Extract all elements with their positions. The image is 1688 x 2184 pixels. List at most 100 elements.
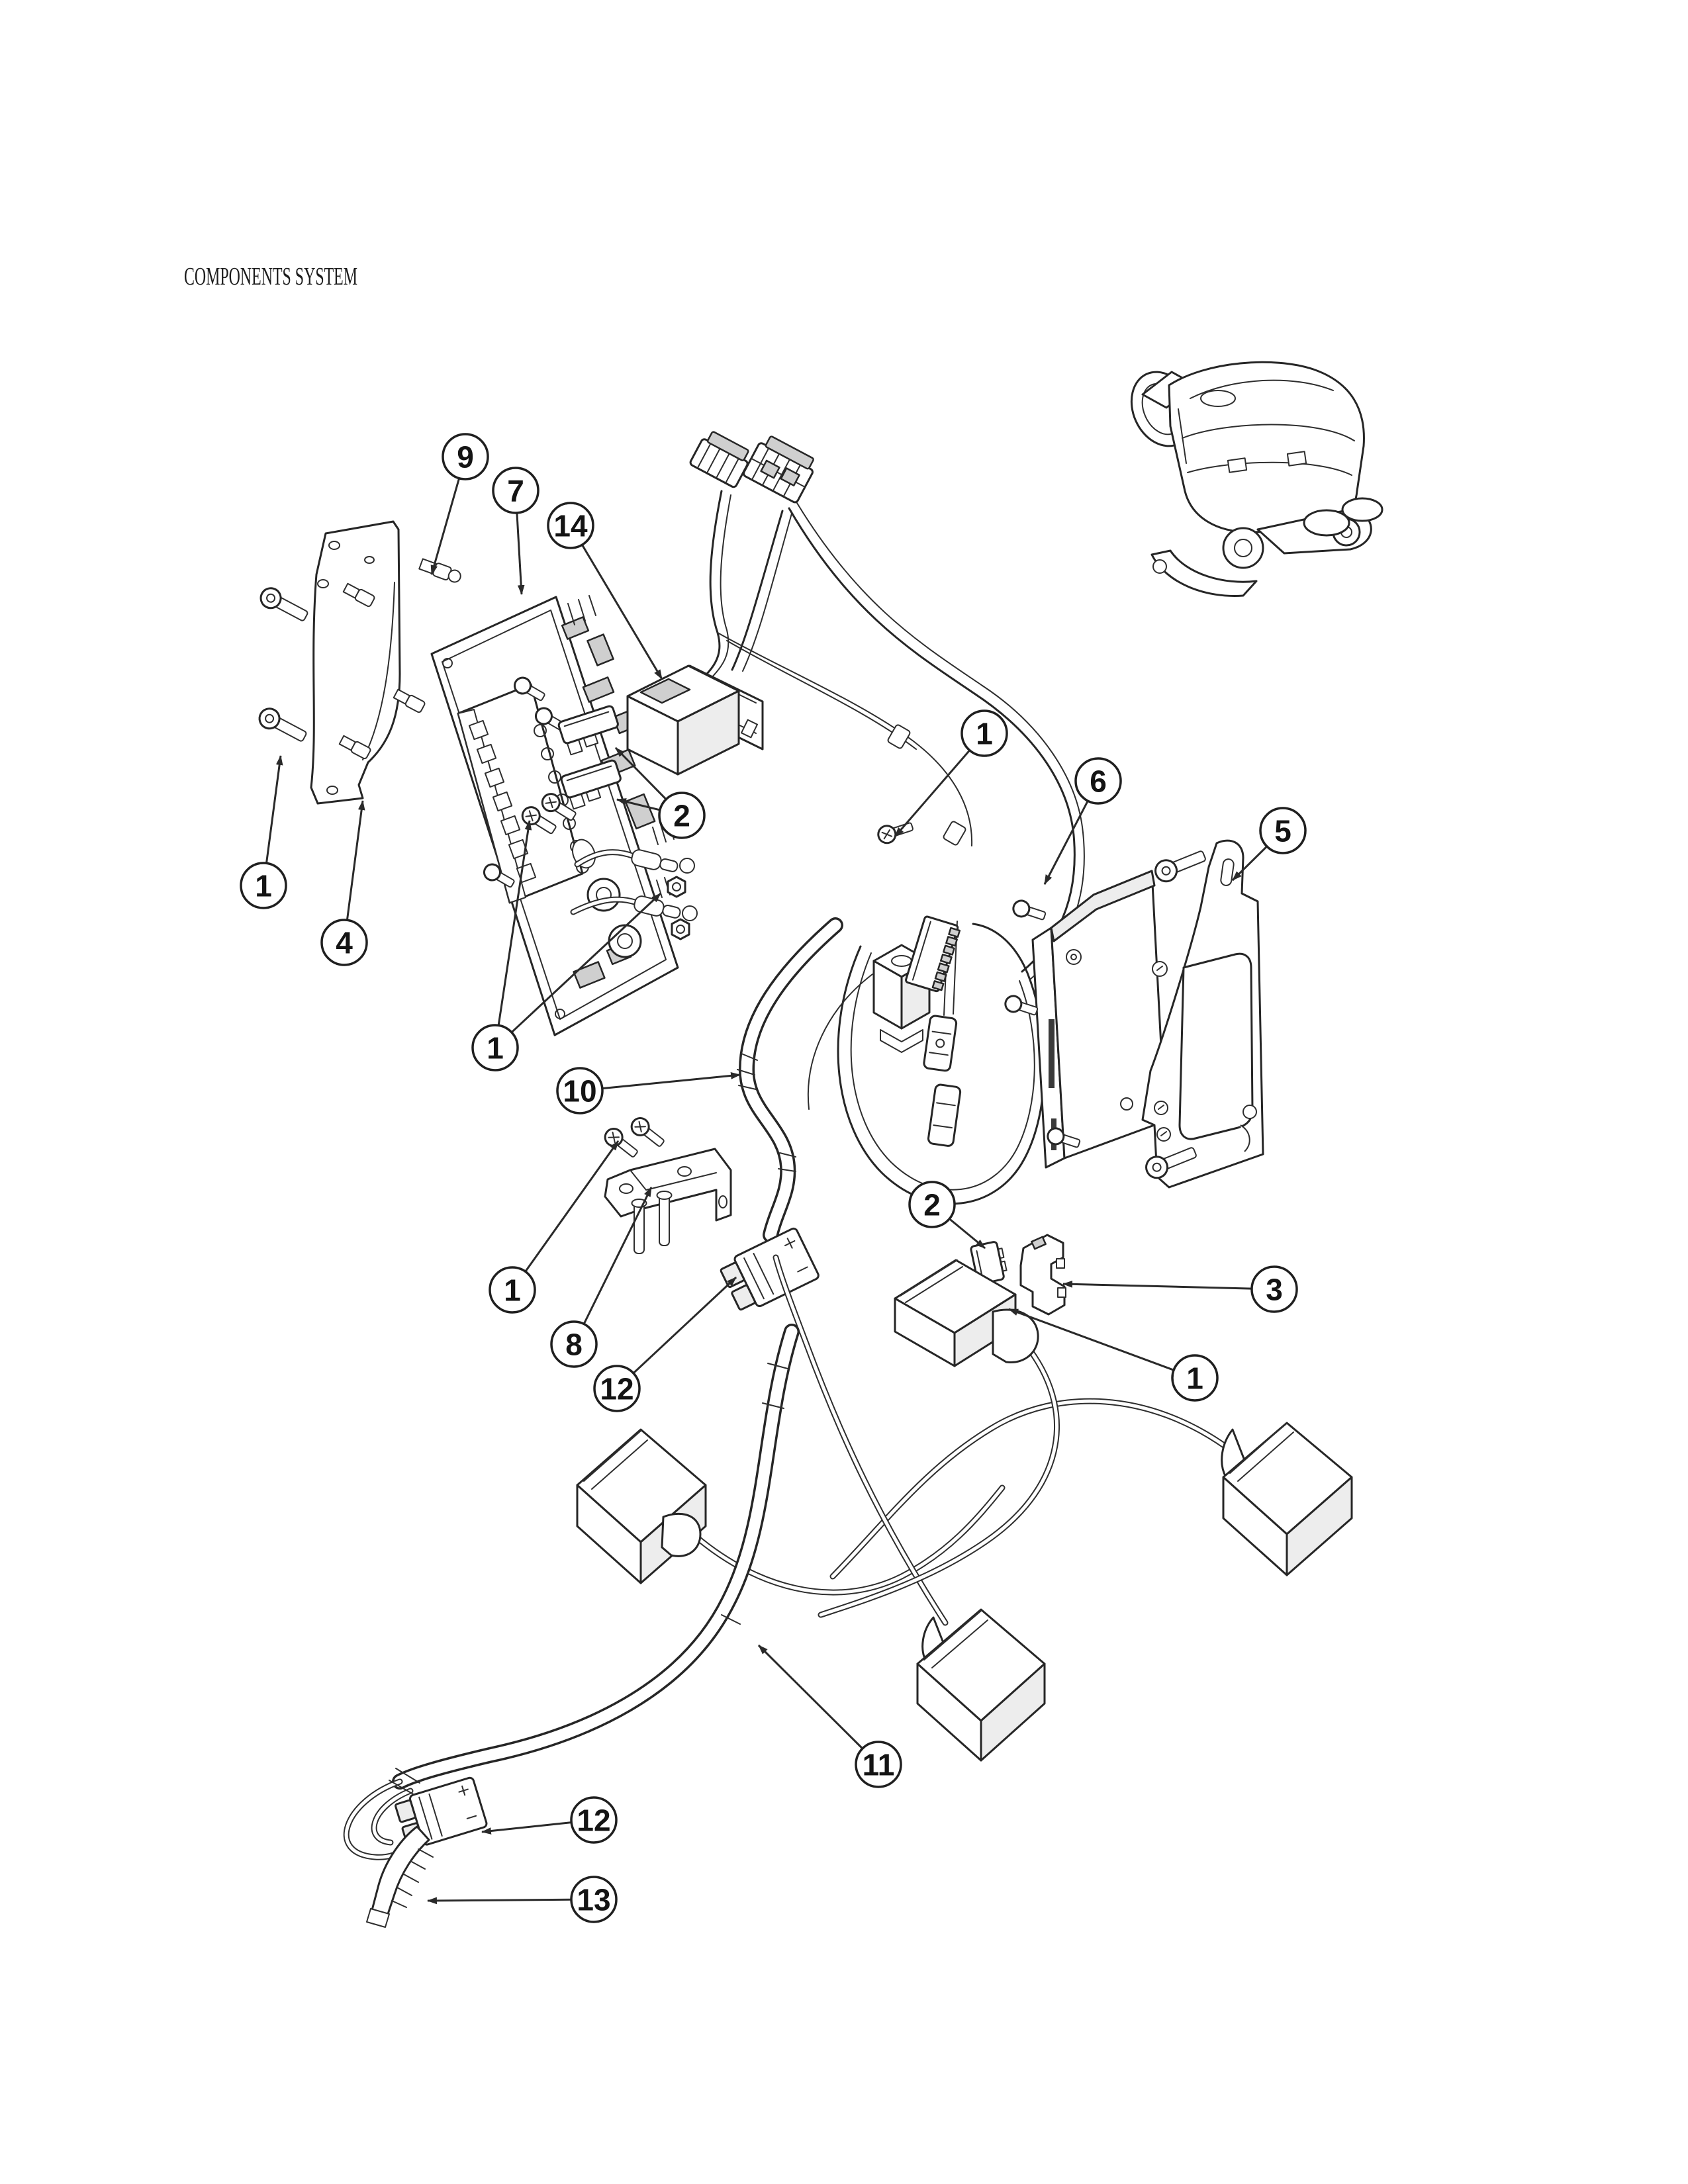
square-connector-bottom — [916, 1608, 1046, 1762]
callout-13-19: 13 — [426, 1876, 618, 1923]
relay — [626, 664, 764, 776]
callout-1-14: 1 — [489, 1140, 620, 1314]
leader-line — [430, 478, 461, 576]
leader-line — [497, 819, 532, 1026]
plate-screws — [1145, 850, 1206, 1179]
controller-screws — [1004, 899, 1081, 1148]
controller-plate — [1141, 839, 1264, 1189]
controller — [1031, 870, 1166, 1169]
callout-number: 12 — [600, 1372, 633, 1406]
callout-number: 1 — [1186, 1361, 1203, 1396]
hex-nut — [671, 918, 690, 940]
callout-number: 1 — [504, 1273, 521, 1308]
callout-1-13: 1 — [1008, 1308, 1219, 1402]
plate-nuts — [1152, 961, 1257, 1142]
callout-circle — [908, 1181, 956, 1228]
callout-1-7: 1 — [240, 754, 287, 909]
callout-number: 2 — [673, 799, 690, 833]
callout-circle — [471, 1024, 519, 1071]
leader-line — [524, 1140, 620, 1273]
callout-number: 1 — [976, 717, 993, 751]
battery-connector-lower — [395, 1776, 488, 1846]
hex-nut — [667, 876, 686, 898]
callout-2-11: 2 — [908, 1181, 986, 1250]
callout-circle — [1074, 757, 1122, 805]
callout-circle — [1259, 807, 1307, 854]
standoff-9 — [418, 558, 461, 583]
leader-line — [516, 512, 525, 596]
callout-number: 14 — [553, 509, 588, 543]
leader-line — [510, 892, 662, 1033]
callout-number: 3 — [1266, 1273, 1283, 1307]
callout-circle — [1171, 1354, 1219, 1402]
harness-screw — [877, 822, 914, 844]
center-harness-assembly — [808, 915, 1046, 1205]
leader-line — [481, 1821, 572, 1835]
callout-number: 1 — [487, 1031, 504, 1066]
callout-14-2: 14 — [547, 502, 663, 680]
callout-number: 4 — [336, 926, 353, 960]
blade-fuse — [560, 759, 622, 810]
harness-top-connectors — [689, 431, 814, 504]
callout-8-15: 8 — [550, 1187, 653, 1368]
callout-9-0: 9 — [430, 433, 489, 576]
callout-number: 11 — [863, 1748, 895, 1782]
callout-circle — [961, 709, 1008, 757]
callout-circle — [1250, 1265, 1298, 1313]
callout-1-3: 1 — [894, 709, 1008, 837]
bracket-screws — [258, 558, 461, 760]
square-connector-right — [1221, 1422, 1353, 1576]
callout-circle — [492, 467, 539, 514]
callout-number: 2 — [923, 1188, 941, 1222]
leader-line — [894, 749, 970, 837]
leader-line — [1043, 800, 1089, 885]
callout-1-9: 1 — [471, 819, 662, 1071]
square-connector-upper — [894, 1259, 1039, 1367]
callout-2-6: 2 — [614, 747, 706, 839]
leader-line — [602, 1072, 741, 1090]
callout-circle — [240, 862, 287, 909]
callout-6-4: 6 — [1043, 757, 1122, 885]
callout-number: 12 — [577, 1803, 610, 1838]
callout-number: 10 — [563, 1074, 596, 1109]
callout-circle — [547, 502, 594, 549]
callout-number: 9 — [457, 440, 474, 475]
callout-circle — [550, 1320, 598, 1368]
fuse-holder — [1019, 1234, 1066, 1316]
leader-line — [632, 1276, 737, 1374]
callout-circle — [593, 1365, 641, 1412]
leader-line — [1062, 1280, 1252, 1290]
callout-11-17: 11 — [757, 1644, 902, 1788]
page-title: COMPONENTS SYSTEM — [184, 263, 357, 291]
callout-3-12: 3 — [1062, 1265, 1298, 1313]
callout-number: 1 — [255, 869, 272, 903]
callout-10-10: 10 — [556, 1067, 741, 1115]
leader-line — [426, 1897, 572, 1905]
leader-line — [1008, 1308, 1174, 1371]
board-screws — [483, 676, 577, 888]
leader-line — [583, 1187, 653, 1325]
connector-handle — [366, 1825, 434, 1928]
callout-5-5: 5 — [1231, 807, 1307, 882]
callout-12-16: 12 — [593, 1276, 737, 1412]
mounting-bracket — [310, 520, 401, 805]
leader-line — [581, 544, 663, 680]
leader-line — [949, 1218, 986, 1250]
callout-number: 6 — [1090, 764, 1107, 799]
harness-trunk-upper — [737, 917, 843, 1243]
callout-circle — [658, 792, 706, 839]
leader-line — [265, 754, 283, 864]
callout-circle — [570, 1876, 618, 1923]
square-connector-left — [576, 1428, 707, 1584]
lower-harness-cables — [343, 1254, 1229, 1860]
callout-number: 13 — [577, 1883, 610, 1917]
callout-7-1: 7 — [492, 467, 539, 596]
callout-number: 7 — [507, 474, 524, 508]
callout-number: 5 — [1274, 814, 1291, 848]
leader-line — [757, 1644, 863, 1750]
callout-number: 8 — [565, 1328, 583, 1362]
leader-line — [346, 799, 365, 921]
callout-12-18: 12 — [481, 1796, 618, 1844]
bracket-8-screws — [604, 1116, 673, 1254]
